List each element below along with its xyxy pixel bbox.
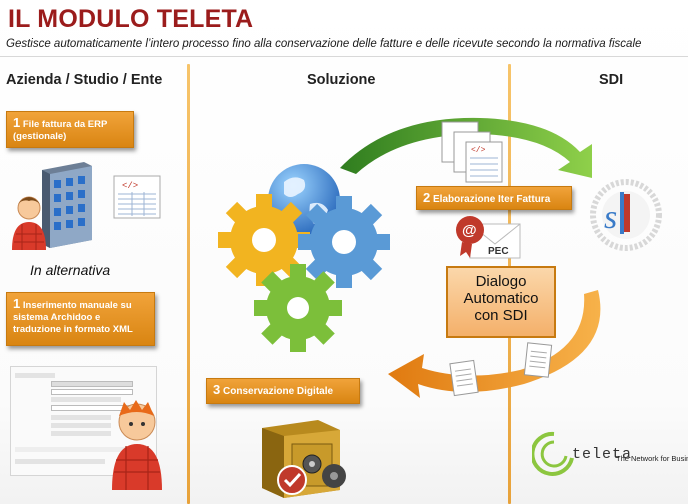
- dialog-line-2: Automatico: [463, 290, 539, 307]
- pec-mail-icon: @: [456, 216, 521, 259]
- step-elaborazione-box: 2 Elaborazione Iter Fattura: [416, 186, 572, 210]
- person-icon: [112, 400, 162, 490]
- alternative-label: In alternativa: [30, 262, 111, 278]
- svg-text:s: s: [604, 199, 617, 236]
- xml-document-icon: </>: [441, 121, 503, 183]
- step-elaborazione-label: Elaborazione Iter Fattura: [433, 194, 551, 205]
- pec-label: PEC: [488, 246, 509, 257]
- column-header-middle: Soluzione: [307, 72, 376, 88]
- step-manual-box: 1 Inserimento manuale su sistema Archido…: [6, 292, 155, 346]
- step-erp-box: 1 File fattura da ERP (gestionale): [6, 111, 134, 148]
- person-icon: [12, 196, 46, 250]
- column-header-left: Azienda / Studio / Ente: [6, 72, 163, 88]
- arrow-to-sdi-icon: [340, 117, 592, 178]
- step-erp-label: File fattura da ERP (gestionale): [13, 119, 108, 142]
- header-divider: [0, 56, 688, 57]
- arrow-from-sdi-icon: [388, 290, 601, 398]
- step-conservazione-number: 3: [213, 382, 221, 397]
- safe-icon: [262, 420, 346, 498]
- step-conservazione-label: Conservazione Digitale: [223, 386, 334, 397]
- brand-name: teleta: [572, 446, 633, 463]
- document-icon: [523, 342, 553, 378]
- column-divider-left: [187, 64, 190, 504]
- document-icon: [449, 359, 479, 397]
- page-title: IL MODULO TELETA: [8, 5, 254, 33]
- svg-text:</>: </>: [122, 181, 138, 191]
- sdi-logo-icon: s: [590, 179, 662, 251]
- step-manual-number: 1: [13, 296, 21, 311]
- svg-text:</>: </>: [471, 146, 486, 155]
- xml-document-icon: </>: [113, 175, 161, 219]
- dialog-sdi-box: Dialogo Automatico con SDI: [446, 266, 556, 338]
- building-icon: [42, 162, 92, 248]
- teleta-logo-icon: [532, 431, 574, 476]
- dialog-line-3: con SDI: [474, 307, 528, 324]
- step-erp-number: 1: [13, 115, 21, 130]
- gears-icon: [218, 194, 390, 352]
- step-elaborazione-number: 2: [423, 190, 431, 205]
- step-conservazione-box: 3 Conservazione Digitale: [206, 378, 360, 404]
- page-subtitle: Gestisce automaticamente l’intero proces…: [6, 38, 642, 50]
- step-manual-label: Inserimento manuale su sistema Archidoo …: [13, 300, 133, 335]
- column-header-right: SDI: [599, 72, 624, 88]
- dialog-line-1: Dialogo: [475, 273, 527, 290]
- svg-text:@: @: [462, 222, 477, 239]
- brand-tagline: The Network for Business: [616, 454, 688, 463]
